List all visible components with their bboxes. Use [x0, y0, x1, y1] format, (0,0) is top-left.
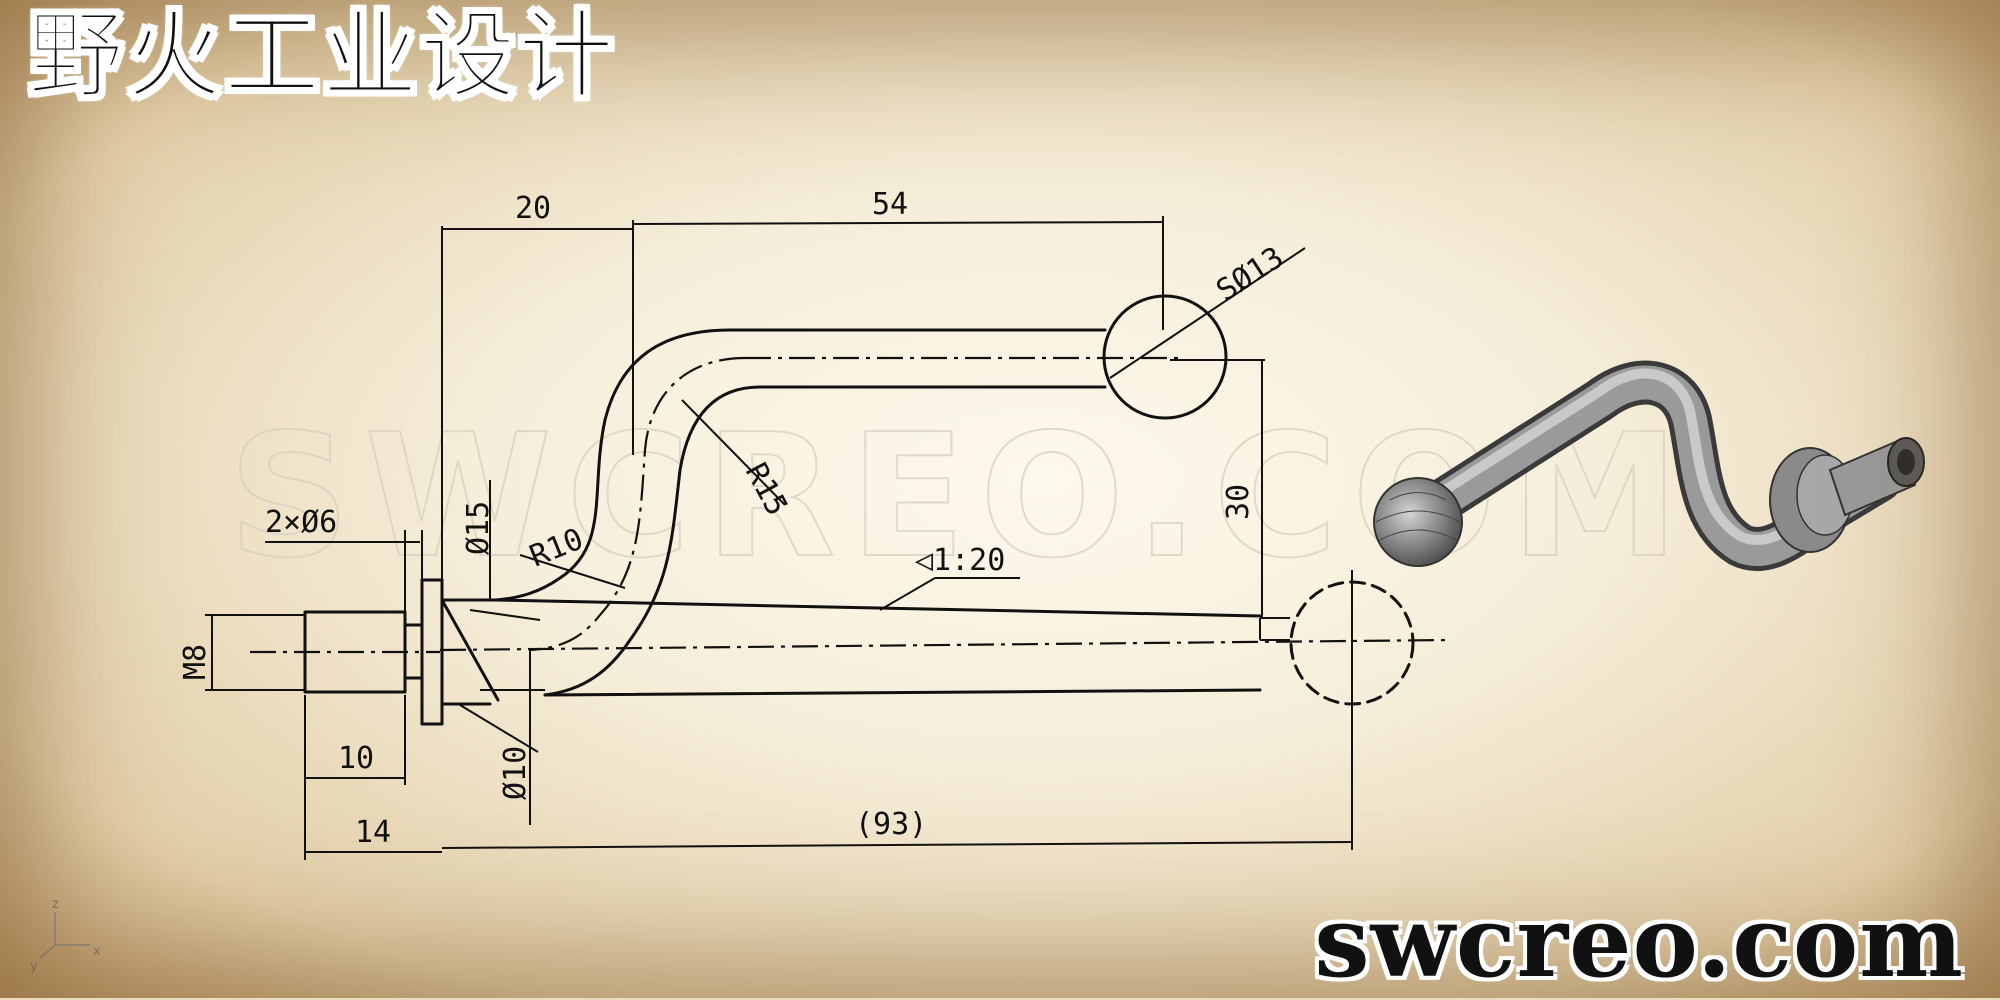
- dim-30: 30: [1221, 484, 1256, 520]
- m8-dimension: M8: [178, 614, 305, 691]
- r15-leader: [681, 399, 786, 506]
- dim-dia10: Ø10: [498, 746, 533, 800]
- dim-14: 14: [355, 815, 391, 850]
- threaded-end: [250, 578, 545, 726]
- axis-x-label: x: [93, 944, 101, 959]
- axis-triad: z x y: [30, 897, 101, 974]
- dim-s13: SØ13: [1210, 240, 1290, 309]
- dia10-arrow: [459, 704, 539, 753]
- dim-54: 54: [872, 187, 908, 222]
- dim-m8: M8: [178, 644, 213, 680]
- rod-outline: [439, 328, 1451, 850]
- axis-y-label: y: [30, 959, 38, 974]
- axis-z-label: z: [52, 897, 59, 912]
- dim-20: 20: [515, 191, 551, 226]
- dim-10: 10: [338, 741, 374, 776]
- r10-leader: [519, 554, 626, 589]
- taper-note: ◁1:20: [879, 543, 1020, 611]
- hole-note: 2×Ø6: [265, 505, 423, 612]
- dim-hole: 2×Ø6: [265, 505, 337, 540]
- dimension-top: 20 54: [441, 187, 1164, 720]
- dimension-30: 30: [1170, 359, 1265, 618]
- dim-10-group: 10: [304, 695, 406, 860]
- dim-93: (93): [855, 807, 927, 842]
- dim-dia15: Ø15: [461, 501, 496, 555]
- dim-taper: ◁1:20: [915, 543, 1005, 578]
- site-url: swcreo.com: [1314, 885, 1964, 1000]
- brand-title: 野火工业设计: [27, 0, 616, 112]
- model-3d: [1373, 360, 1925, 571]
- dim-bottom: 14 (93): [305, 807, 1353, 853]
- ball-end: SØ13: [1102, 240, 1306, 420]
